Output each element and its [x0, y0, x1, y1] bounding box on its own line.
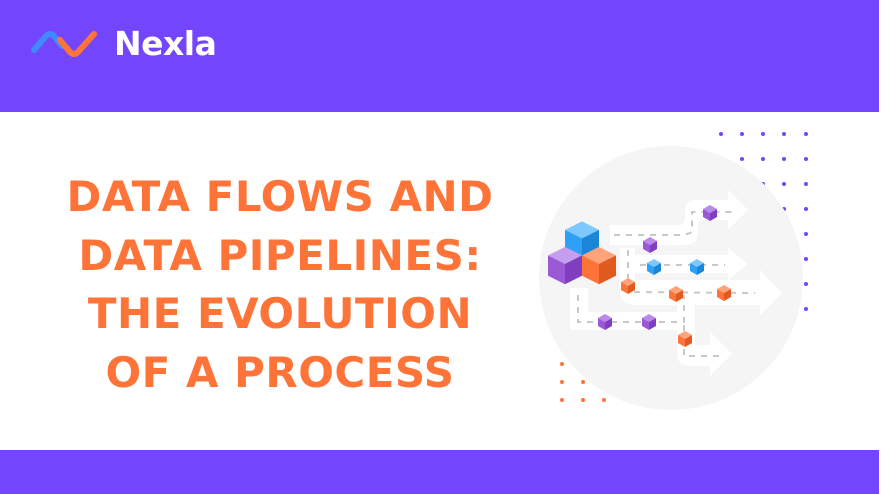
footer-bar — [0, 450, 879, 494]
data-pipeline-flow-icon — [539, 132, 808, 410]
brand-logo[interactable]: Nexla — [30, 22, 217, 64]
title-line-1: DATA FLOWS AND — [66, 172, 494, 221]
purple-dot-grid — [719, 132, 808, 311]
title-line-3: THE EVOLUTION — [87, 289, 473, 338]
title-line-2: DATA PIPELINES: — [78, 230, 482, 280]
brand-name: Nexla — [114, 23, 217, 63]
page-title: DATA FLOWS AND DATA PIPELINES: THE EVOLU… — [20, 168, 540, 402]
header-bar: Nexla — [0, 0, 879, 112]
data-pipeline-illustration — [530, 120, 830, 420]
title-line-4: OF A PROCESS — [105, 347, 455, 397]
nexla-wave-logo-icon — [31, 31, 97, 57]
